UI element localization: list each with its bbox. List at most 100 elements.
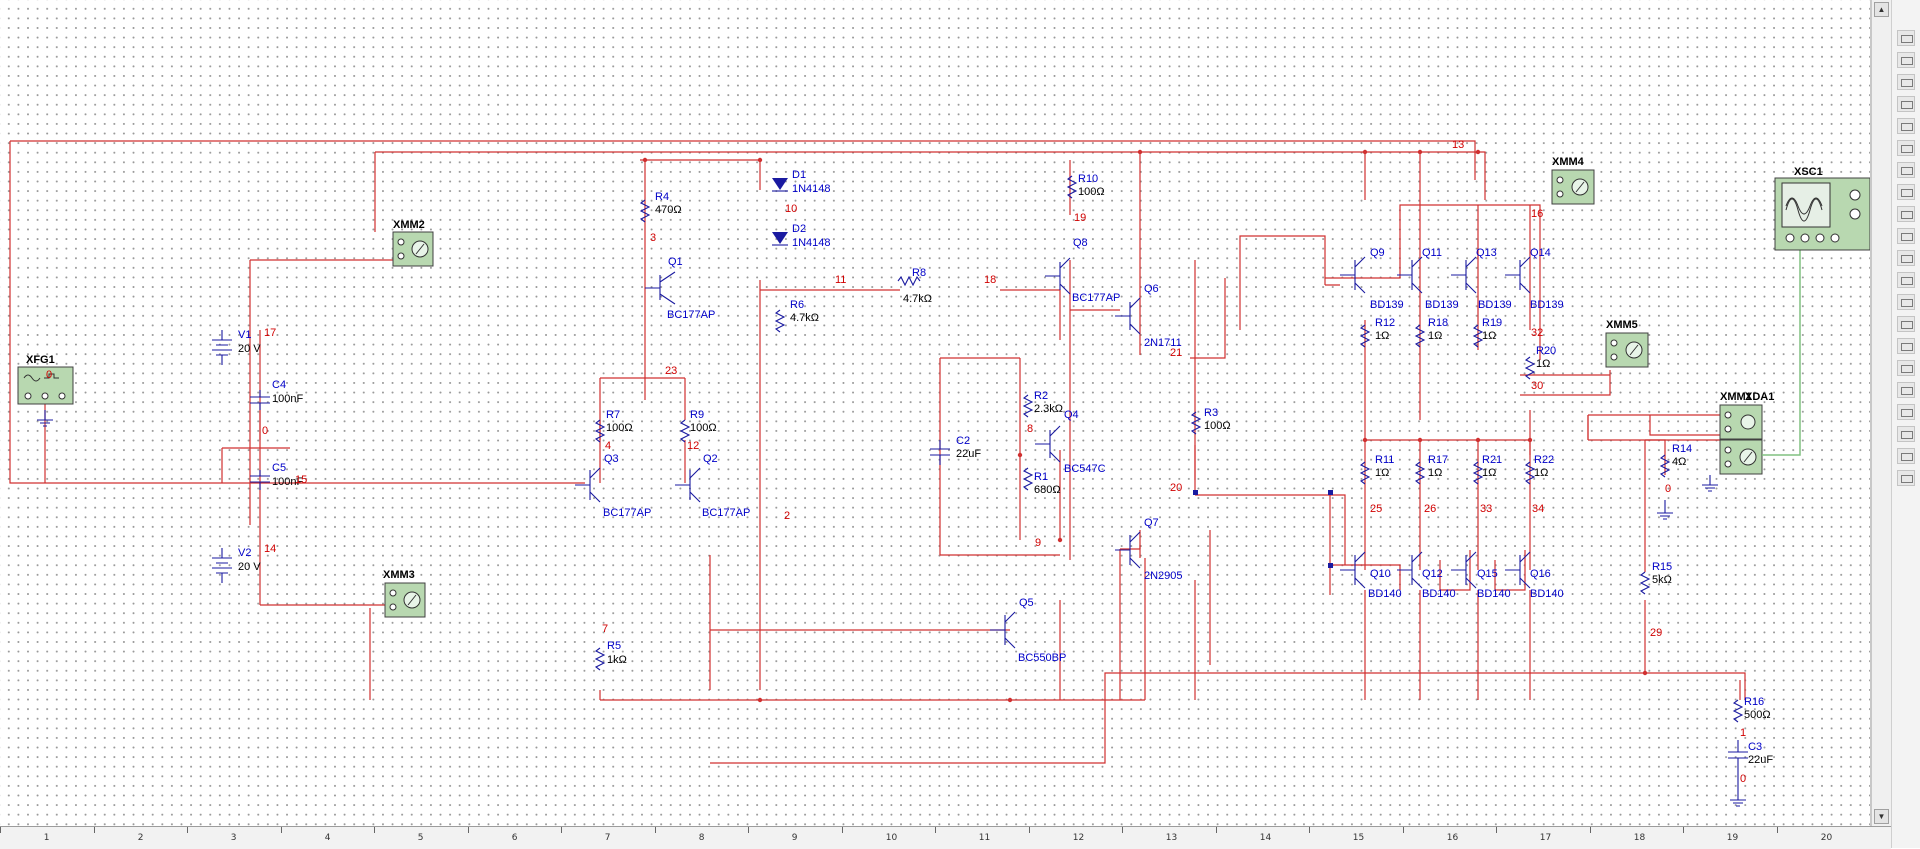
- capacitor-c3[interactable]: C3 22uF: [1728, 740, 1773, 790]
- resistor-r1[interactable]: R1 680Ω: [1022, 467, 1061, 496]
- logic-analyzer-icon[interactable]: [1897, 206, 1915, 222]
- scroll-down-arrow-icon[interactable]: ▼: [1874, 809, 1889, 824]
- multimeter-xmm1[interactable]: XMM1: [1719, 391, 1763, 440]
- resistor-r5[interactable]: R5 1kΩ: [594, 640, 627, 671]
- resistor-r11[interactable]: R11 1Ω: [1359, 454, 1394, 485]
- transistor-q6[interactable]: Q6 2N1711: [1115, 283, 1182, 349]
- diode-d2[interactable]: D2 1N4148: [772, 223, 831, 249]
- resistor-r6[interactable]: R6 4.7kΩ: [774, 299, 819, 333]
- transistor-q5[interactable]: Q5 BC550BP: [990, 597, 1066, 664]
- transistor-q3[interactable]: Q3 BC177AP: [575, 453, 651, 519]
- iv-analyzer-icon[interactable]: [1897, 250, 1915, 266]
- resistor-r15[interactable]: R15 5kΩ: [1639, 561, 1672, 595]
- ruler-number: 8: [698, 833, 705, 843]
- svg-text:BD140: BD140: [1530, 588, 1564, 600]
- four-channel-scope-icon[interactable]: [1897, 118, 1915, 134]
- resistor-r4[interactable]: R4 470Ω: [639, 191, 682, 223]
- resistor-r14[interactable]: R14 4Ω: [1659, 443, 1692, 478]
- ruler-number: 3: [230, 833, 237, 843]
- resistor-r10[interactable]: R10 100Ω: [1066, 173, 1105, 199]
- multimeter-xmm5[interactable]: XMM5: [1605, 319, 1649, 368]
- transistor-q9[interactable]: Q9 BD139: [1340, 247, 1404, 311]
- multimeter-icon[interactable]: [1897, 30, 1915, 46]
- wattmeter-icon[interactable]: [1897, 74, 1915, 90]
- resistor-r8[interactable]: R8 4.7kΩ: [897, 267, 932, 305]
- svg-text:C5: C5: [272, 462, 286, 474]
- svg-text:21: 21: [1170, 347, 1182, 359]
- capacitor-c2[interactable]: C2 22uF: [930, 435, 981, 465]
- battery-v2[interactable]: V2 20 V: [212, 547, 261, 583]
- ruler-tick: [1029, 827, 1030, 833]
- multimeter-xmm3[interactable]: XMM3: [383, 569, 426, 618]
- spectrum-analyzer-icon[interactable]: [1897, 294, 1915, 310]
- svg-text:Q5: Q5: [1019, 597, 1034, 609]
- vertical-scrollbar[interactable]: ▲ ▼: [1871, 0, 1891, 826]
- resistor-r7[interactable]: R7 100Ω: [594, 409, 633, 443]
- xda1-label: XDA1: [1745, 391, 1774, 403]
- resistor-r17[interactable]: R17 1Ω: [1414, 454, 1448, 485]
- svg-text:4: 4: [605, 440, 611, 452]
- wires[interactable]: [9, 140, 1746, 764]
- svg-text:D2: D2: [792, 223, 806, 235]
- svg-text:R14: R14: [1672, 443, 1692, 455]
- logic-converter-icon[interactable]: [1897, 228, 1915, 244]
- transistor-q10[interactable]: Q10 BD140: [1340, 551, 1402, 600]
- transistor-q16[interactable]: Q16 BD140: [1505, 551, 1564, 600]
- distortion-analyzer-icon[interactable]: [1897, 272, 1915, 288]
- svg-text:1Ω: 1Ω: [1428, 467, 1442, 479]
- bode-plotter-icon[interactable]: [1897, 140, 1915, 156]
- resistor-r22[interactable]: R22 1Ω: [1524, 454, 1554, 485]
- ruler-number: 7: [604, 833, 611, 843]
- function-generator-xfg1[interactable]: XFG1: [17, 354, 74, 405]
- ruler-tick: [94, 827, 95, 833]
- oscilloscope-icon[interactable]: [1897, 96, 1915, 112]
- resistor-r18[interactable]: R18 1Ω: [1414, 317, 1448, 348]
- word-generator-icon[interactable]: [1897, 184, 1915, 200]
- schematic-canvas[interactable]: XFG1 XMM2 XMM3 XMM4 XMM5 XMM1: [0, 0, 1871, 826]
- svg-text:Q14: Q14: [1530, 247, 1551, 259]
- resistor-r2[interactable]: R2 2.3kΩ: [1022, 390, 1063, 418]
- resistor-r21[interactable]: R21 1Ω: [1472, 454, 1502, 485]
- resistor-r16[interactable]: R16 500Ω: [1732, 696, 1771, 723]
- frequency-counter-icon[interactable]: [1897, 162, 1915, 178]
- tektronix-scope-icon[interactable]: [1897, 404, 1915, 420]
- resistor-r20[interactable]: R20 1Ω: [1524, 345, 1556, 380]
- transistor-q1[interactable]: Q1 BC177AP: [645, 256, 715, 321]
- current-probe-icon[interactable]: [1897, 470, 1915, 486]
- svg-text:1Ω: 1Ω: [1482, 330, 1496, 342]
- multimeter-xmm2[interactable]: XMM2: [392, 219, 434, 267]
- resistor-r9[interactable]: R9 100Ω: [679, 409, 717, 443]
- schematic[interactable]: XFG1 XMM2 XMM3 XMM4 XMM5 XMM1: [0, 0, 1870, 826]
- svg-text:0: 0: [262, 425, 268, 437]
- transistor-q12[interactable]: Q12 BD140: [1397, 551, 1456, 600]
- measurement-probe-icon[interactable]: [1897, 426, 1915, 442]
- ruler-tick: [468, 827, 469, 833]
- multimeter-xmm4[interactable]: XMM4: [1551, 156, 1595, 205]
- transistor-q14[interactable]: Q14 BD139: [1505, 247, 1564, 311]
- transistor-q13[interactable]: Q13 BD139: [1451, 247, 1512, 311]
- agilent-generator-icon[interactable]: [1897, 338, 1915, 354]
- transistor-q4[interactable]: Q4 BC547C: [1035, 409, 1106, 475]
- resistor-r12[interactable]: R12 1Ω: [1359, 317, 1395, 348]
- agilent-multimeter-icon[interactable]: [1897, 360, 1915, 376]
- transistor-q8[interactable]: Q8 BC177AP: [1045, 237, 1120, 304]
- function-generator-icon[interactable]: [1897, 52, 1915, 68]
- scroll-up-arrow-icon[interactable]: ▲: [1874, 2, 1889, 17]
- agilent-scope-icon[interactable]: [1897, 382, 1915, 398]
- capacitor-c5[interactable]: C5 100nF: [250, 462, 303, 490]
- resistor-r3[interactable]: R3 100Ω: [1190, 407, 1231, 435]
- transistor-q2[interactable]: Q2 BC177AP: [675, 453, 750, 519]
- diode-d1[interactable]: D1 1N4148: [772, 169, 831, 195]
- labview-icon[interactable]: [1897, 448, 1915, 464]
- battery-v1[interactable]: V1 20 V: [212, 329, 261, 365]
- network-analyzer-icon[interactable]: [1897, 316, 1915, 332]
- capacitor-c4[interactable]: C4 100nF: [250, 379, 303, 410]
- transistor-q7[interactable]: Q7 2N2905: [1115, 517, 1183, 582]
- oscilloscope-xsc1[interactable]: XSC1: [1774, 166, 1870, 251]
- resistor-r19[interactable]: R19 1Ω: [1472, 317, 1502, 348]
- svg-text:33: 33: [1480, 503, 1492, 515]
- transistor-q15[interactable]: Q15 BD140: [1451, 551, 1511, 600]
- svg-text:100nF: 100nF: [272, 393, 303, 405]
- svg-text:R11: R11: [1375, 454, 1394, 466]
- transistor-q11[interactable]: Q11 BD139: [1397, 247, 1459, 311]
